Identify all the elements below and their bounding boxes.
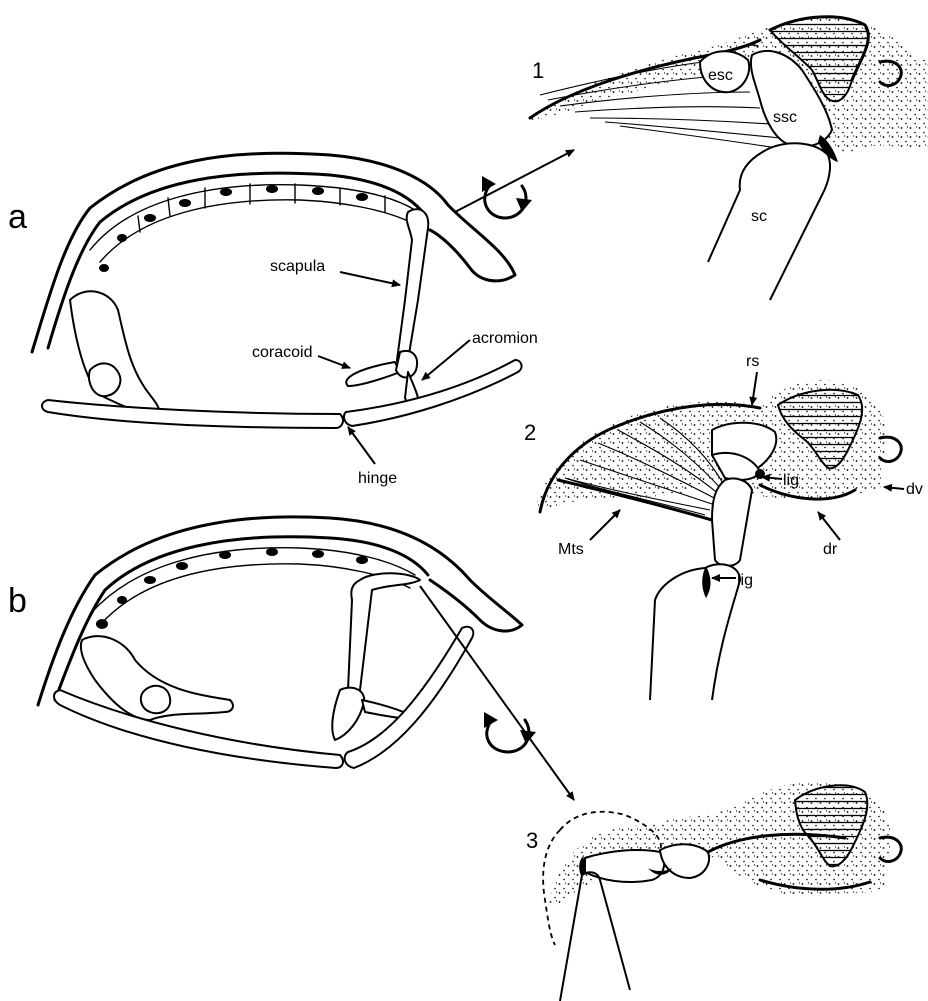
panel-1-detail — [530, 17, 928, 300]
panel-3-label: 3 — [526, 828, 538, 853]
acromion-label: acromion — [472, 330, 538, 347]
scapula-b — [348, 573, 420, 696]
panel-3-detail — [543, 782, 901, 1001]
dr-label: dr — [823, 541, 838, 558]
pelvis-a — [70, 291, 160, 416]
panel-b-label: b — [8, 582, 27, 620]
scapula-label: scapula — [270, 258, 325, 275]
coracoid-b — [332, 688, 364, 740]
hinge-label: hinge — [358, 470, 397, 487]
coracoid-3 — [585, 850, 664, 882]
lig-upper-label: lig — [783, 472, 799, 489]
rs-label: rs — [746, 353, 759, 370]
vertebrae-b — [96, 548, 368, 629]
coracoid-label: coracoid — [252, 344, 312, 361]
panel-a-shell — [32, 153, 522, 428]
ssc-label: ssc — [773, 109, 797, 126]
panel-2-detail — [535, 380, 901, 700]
esc-label: esc — [708, 67, 733, 84]
coracoid-a — [346, 362, 400, 386]
panel-b-shell — [38, 517, 522, 768]
mts-label: Mts — [558, 541, 584, 558]
plastron-left-a — [42, 400, 343, 428]
sc-label: sc — [751, 208, 767, 225]
sc-bone — [708, 143, 830, 300]
dv-label: dv — [906, 481, 923, 498]
panel-1-label: 1 — [532, 58, 544, 83]
scapula-a — [397, 209, 428, 366]
rotation-arrow-b-to-3 — [420, 586, 574, 800]
lig-lower-label: lig — [737, 572, 753, 589]
rotation-arrow-a-to-1 — [455, 150, 574, 218]
panel-a-label: a — [8, 198, 27, 236]
panel-2-label: 2 — [524, 420, 536, 445]
humerus-2 — [650, 564, 740, 700]
